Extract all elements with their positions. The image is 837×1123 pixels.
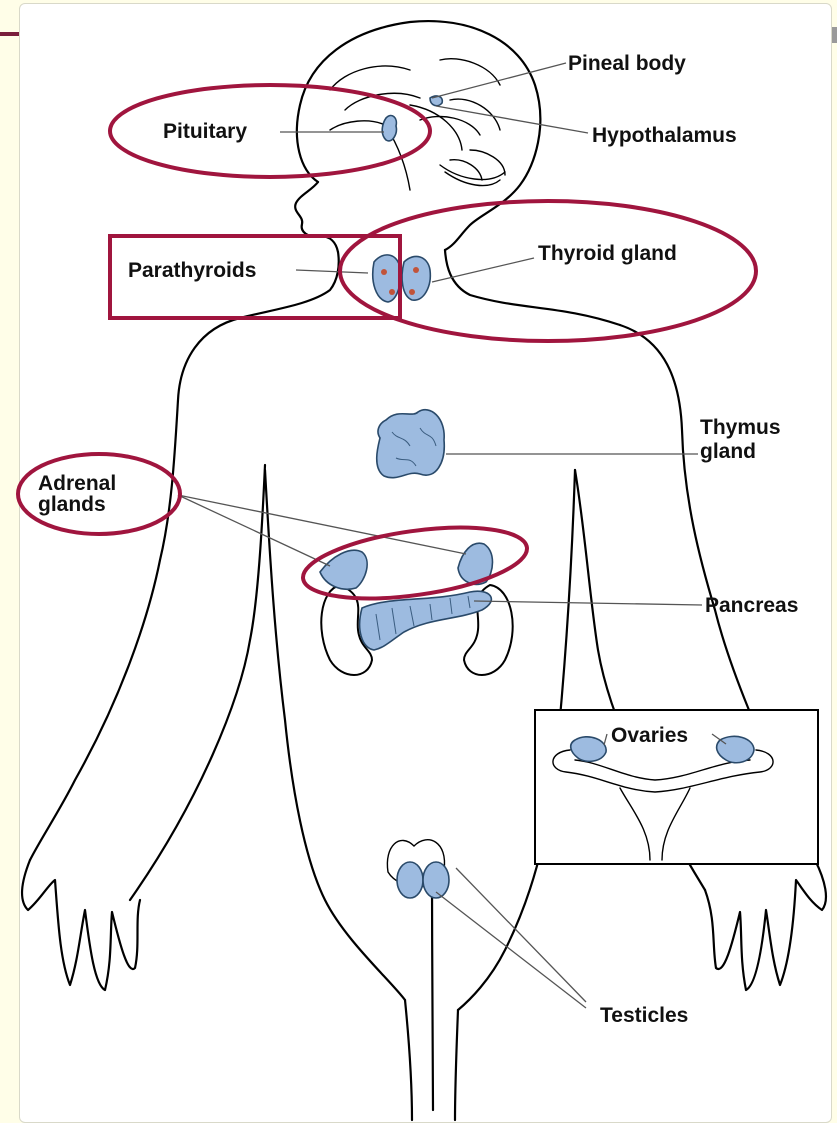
label-adrenal-line2: glands — [38, 493, 106, 516]
label-thymus-line1: Thymus — [700, 416, 781, 439]
label-thyroid-gland: Thyroid gland — [538, 242, 677, 265]
label-pineal-body: Pineal body — [568, 52, 686, 75]
adrenal-glands — [320, 543, 493, 589]
thymus-gland — [377, 410, 445, 478]
label-testicles: Testicles — [600, 1004, 688, 1027]
label-pituitary: Pituitary — [163, 120, 247, 143]
pituitary-gland — [382, 116, 396, 141]
highlights — [18, 85, 756, 610]
label-hypothalamus: Hypothalamus — [592, 124, 737, 147]
label-thymus-line2: gland — [700, 440, 756, 463]
label-ovaries: Ovaries — [611, 724, 688, 747]
body-outline — [22, 21, 826, 1120]
testicles — [387, 840, 449, 898]
label-pancreas: Pancreas — [705, 594, 798, 617]
label-adrenal-line1: Adrenal — [38, 472, 116, 495]
label-parathyroids: Parathyroids — [128, 259, 256, 282]
